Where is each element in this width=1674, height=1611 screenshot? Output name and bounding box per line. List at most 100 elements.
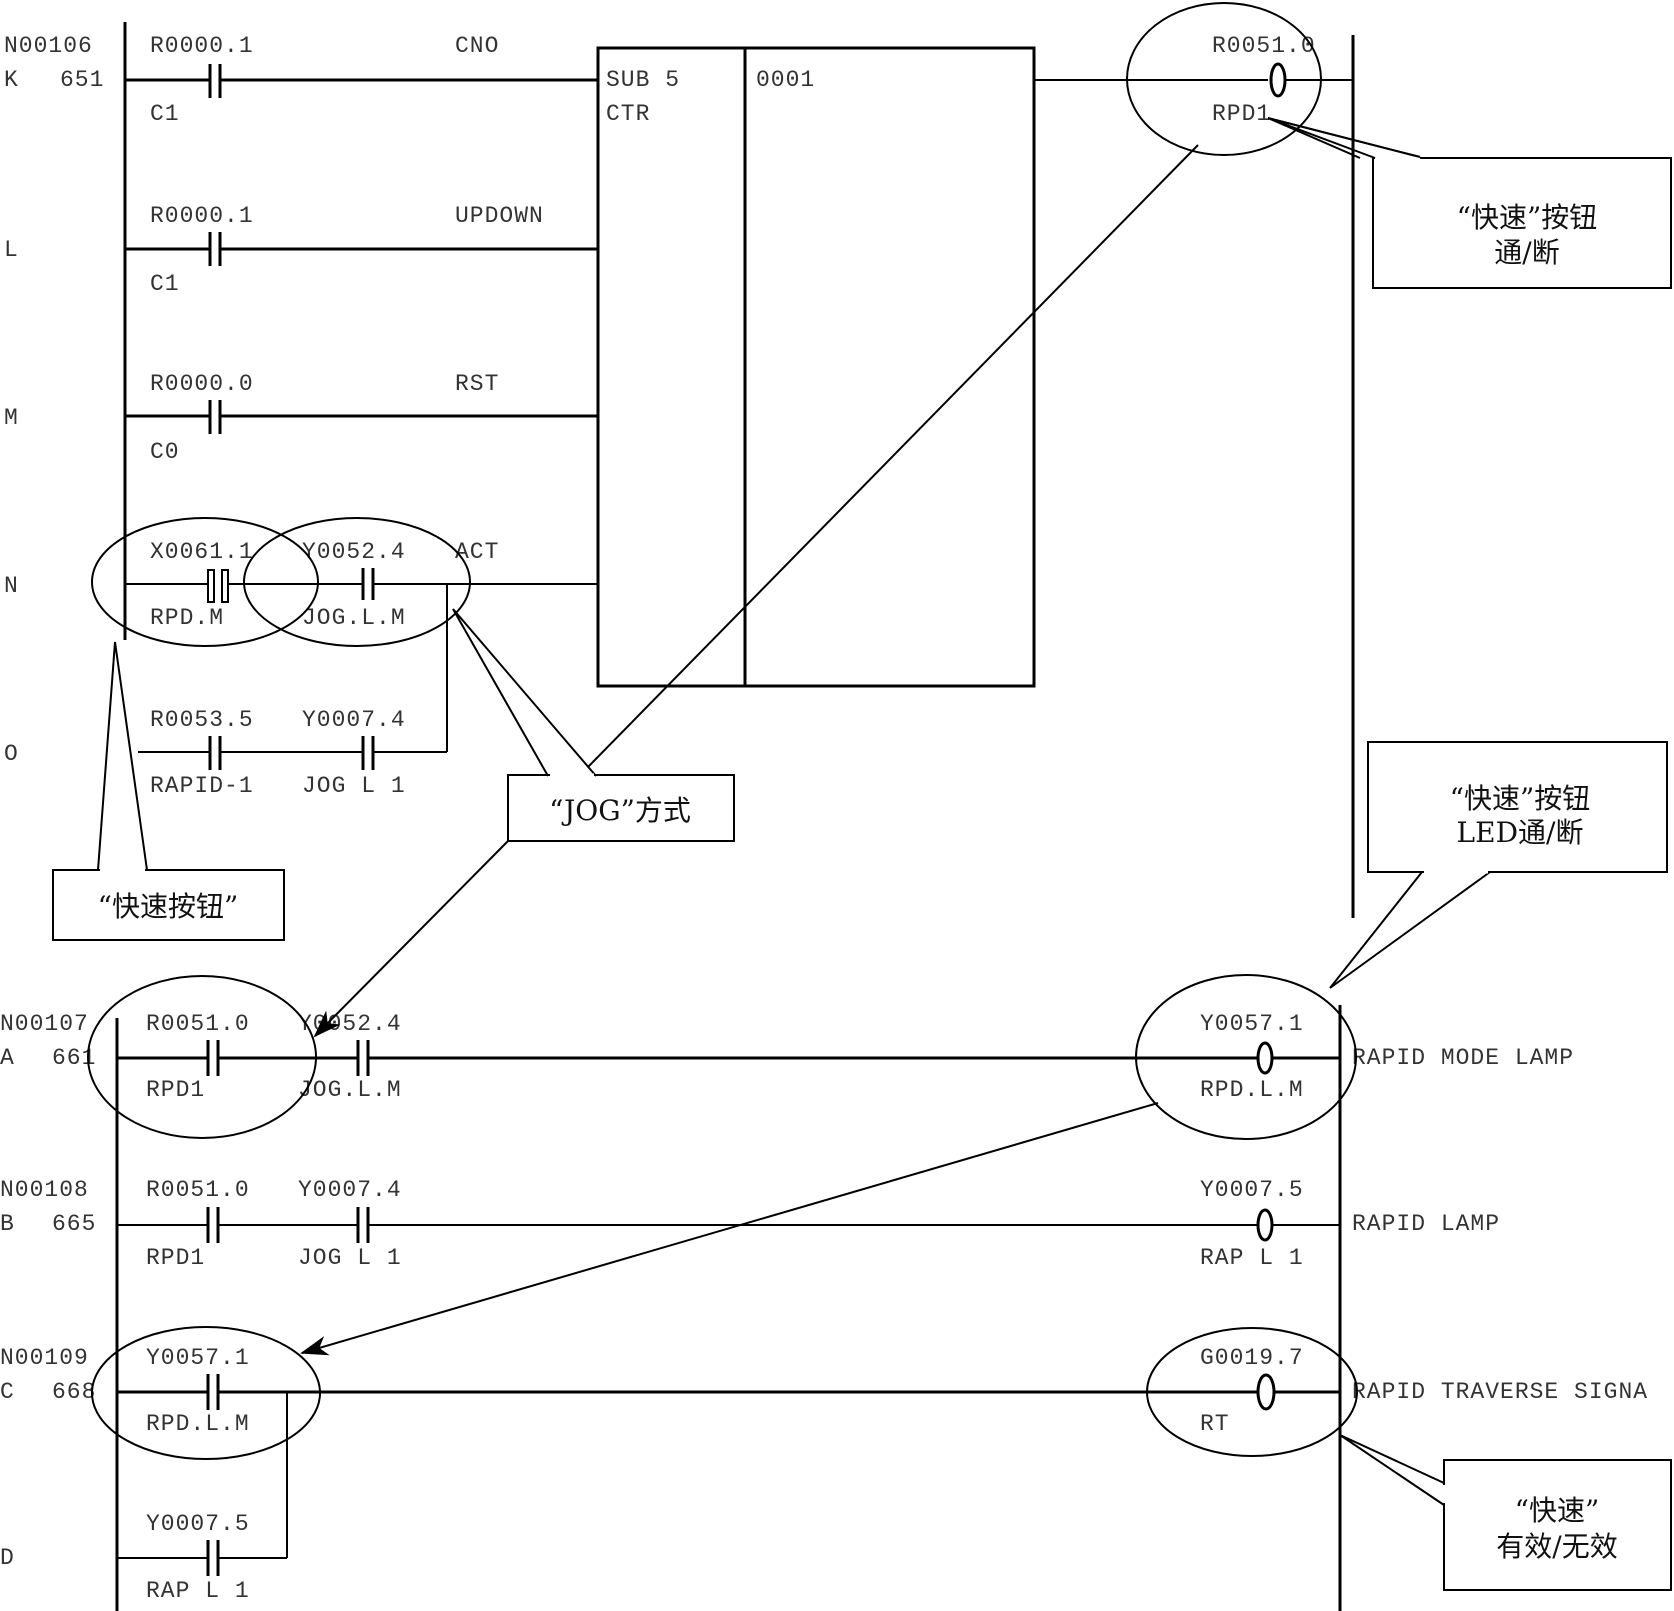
network-id: N00106 [4,33,93,59]
row-label-k: K [4,67,19,93]
function-block-name: SUB 5 [606,67,680,93]
rung-comment: RAPID MODE LAMP [1352,1045,1574,1071]
contact-sym: C1 [150,101,180,127]
annotation-ellipses [87,2,1358,1460]
contact-addr: Y0007.4 [302,707,406,733]
network-n00106: N00106 K 651 L M N O R0000.1 C1 CNO R000… [4,22,1355,918]
contact-sym: JOG.L.M [298,1077,402,1103]
input-name: UPDOWN [455,203,544,229]
input-name: ACT [455,539,499,565]
row-label-c: C [0,1379,15,1405]
callout-text: 通/断 [1494,236,1559,269]
callout-pointer [97,641,148,871]
coil-addr: Y0057.1 [1200,1011,1304,1037]
coil-sym: RAP L 1 [1200,1245,1304,1271]
coil-addr: G0019.7 [1200,1345,1304,1371]
coil-sym: RPD1 [1212,101,1271,127]
callout-pointer [1329,871,1491,989]
contact-sym: JOG.L.M [302,605,406,631]
contact-addr: R0053.5 [150,707,254,733]
coil-addr: Y0007.5 [1200,1177,1304,1203]
network-id: N00109 [0,1345,89,1371]
row-num: 651 [60,67,104,93]
contact-sym: RAPID-1 [150,773,254,799]
row-label-l: L [4,237,19,263]
callout-rapid-button: “快速按钮” [52,641,285,941]
contact-addr: R0051.0 [146,1011,250,1037]
callout-jog-mode: “JOG”方式 [313,144,1199,1038]
contact-sym: JOG L 1 [302,773,406,799]
contact-addr: R0051.0 [146,1177,250,1203]
function-block-param: 0001 [756,67,815,93]
row-label-o: O [4,741,19,767]
callout-pointer [452,608,597,777]
connector-arrow [313,840,509,1038]
callout-text: “快速按钮” [98,890,239,923]
row-label-d: D [0,1545,15,1571]
callout-box [1372,157,1672,289]
highlight-ellipse [1146,1327,1358,1457]
contact-sym: RAP L 1 [146,1578,250,1604]
contact-addr: Y0057.1 [146,1345,250,1371]
contact-pulse-bar [221,569,229,603]
contact-addr: R0000.1 [150,33,254,59]
callout-led-onoff: “快速”按钮 LED通/断 [1329,741,1668,989]
contact-addr: Y0052.4 [302,539,406,565]
contact-addr: Y0052.4 [298,1011,402,1037]
rung-comment: RAPID TRAVERSE SIGNA [1352,1379,1648,1405]
callout-pointer-edge [1267,117,1421,159]
contact-sym: RPD.L.M [146,1411,250,1437]
network-n00107: N00107 A 661 R0051.0 RPD1 Y0052.4 JOG.L.… [0,1005,1648,1611]
rung-comment: RAPID LAMP [1352,1211,1500,1237]
highlight-ellipse [91,517,319,647]
highlight-ellipse [91,1326,321,1460]
callout-text: LED通/断 [1457,816,1584,849]
callout-box [52,869,285,941]
coil-icon [1269,62,1287,98]
callout-rapid-onoff: “快速”按钮 通/断 [1267,117,1672,289]
coil-addr: R0051.0 [1212,33,1316,59]
highlight-ellipse [1135,974,1357,1140]
coil-sym: RT [1200,1411,1230,1437]
row-num: 668 [52,1379,96,1405]
highlight-ellipse [87,975,317,1139]
contact-sym: RPD.M [150,605,224,631]
highlight-ellipse [243,517,471,647]
contact-addr: Y0007.4 [298,1177,402,1203]
callout-box [1367,741,1668,873]
network-id: N00107 [0,1011,89,1037]
contact-addr: R0000.0 [150,371,254,397]
row-label-m: M [4,405,19,431]
contact-addr: Y0007.5 [146,1511,250,1537]
input-name: RST [455,371,499,397]
callout-text: “JOG”方式 [549,794,691,827]
contact-pulse [207,569,215,603]
coil-sym: RPD.L.M [1200,1077,1304,1103]
function-block-type: CTR [606,101,650,127]
contact-sym: RPD1 [146,1077,205,1103]
highlight-ellipse [1126,2,1322,156]
contact-sym: JOG L 1 [298,1245,402,1271]
function-block [596,46,1036,688]
contact-sym: C0 [150,439,180,465]
connector-line [587,144,1199,768]
input-name: CNO [455,33,499,59]
callout-box [507,774,735,842]
coil-icon [1256,1208,1274,1242]
contact-addr: R0000.1 [150,203,254,229]
callout-text: “快速” [1515,1494,1600,1527]
coil-icon [1256,1041,1274,1075]
row-num: 665 [52,1211,96,1237]
callout-pointer [1339,1434,1445,1506]
callout-text: 有效/无效 [1496,1530,1617,1563]
row-label-n: N [4,573,19,599]
callout-box [1443,1459,1672,1591]
contact-addr: X0061.1 [150,539,254,565]
row-label-a: A [0,1045,15,1071]
callout-text: “快速”按钮 [1457,201,1598,234]
row-label-b: B [0,1211,15,1237]
callout-valid: “快速” 有效/无效 [1339,1434,1672,1591]
callout-text: “快速”按钮 [1450,782,1591,815]
